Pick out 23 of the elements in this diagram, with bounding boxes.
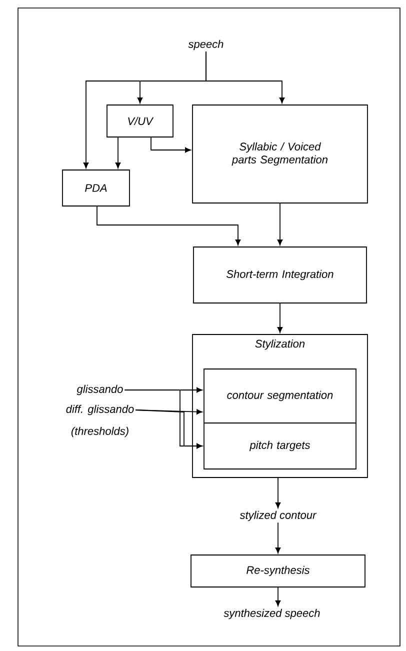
- arrow: [150, 137, 191, 153]
- output-label: synthesized speech: [224, 608, 320, 620]
- parameter-label: glissando: [76, 384, 123, 396]
- process-box: PDA: [62, 170, 130, 206]
- arrow: [96, 206, 241, 246]
- process-box: V/UV: [106, 104, 174, 138]
- arrow: [135, 410, 202, 449]
- note-label: (thresholds): [71, 426, 128, 438]
- arrow: [83, 51, 206, 168]
- arrow: [277, 303, 283, 333]
- process-box: pitch targets: [204, 422, 356, 470]
- process-box: Re-synthesis: [190, 554, 366, 588]
- process-box: contour segmentation: [204, 368, 356, 424]
- input-label: speech: [188, 40, 224, 50]
- arrow: [275, 587, 281, 606]
- process-box: Syllabic / Voiced parts Segmentation: [192, 104, 368, 204]
- arrow: [275, 478, 281, 508]
- arrow: [275, 522, 281, 554]
- parameter-label: diff. glissando: [66, 404, 134, 416]
- signal-label: stylized contour: [240, 510, 317, 522]
- process-box: Short-term Integration: [193, 246, 367, 304]
- arrow: [115, 137, 121, 168]
- arrow: [277, 203, 283, 246]
